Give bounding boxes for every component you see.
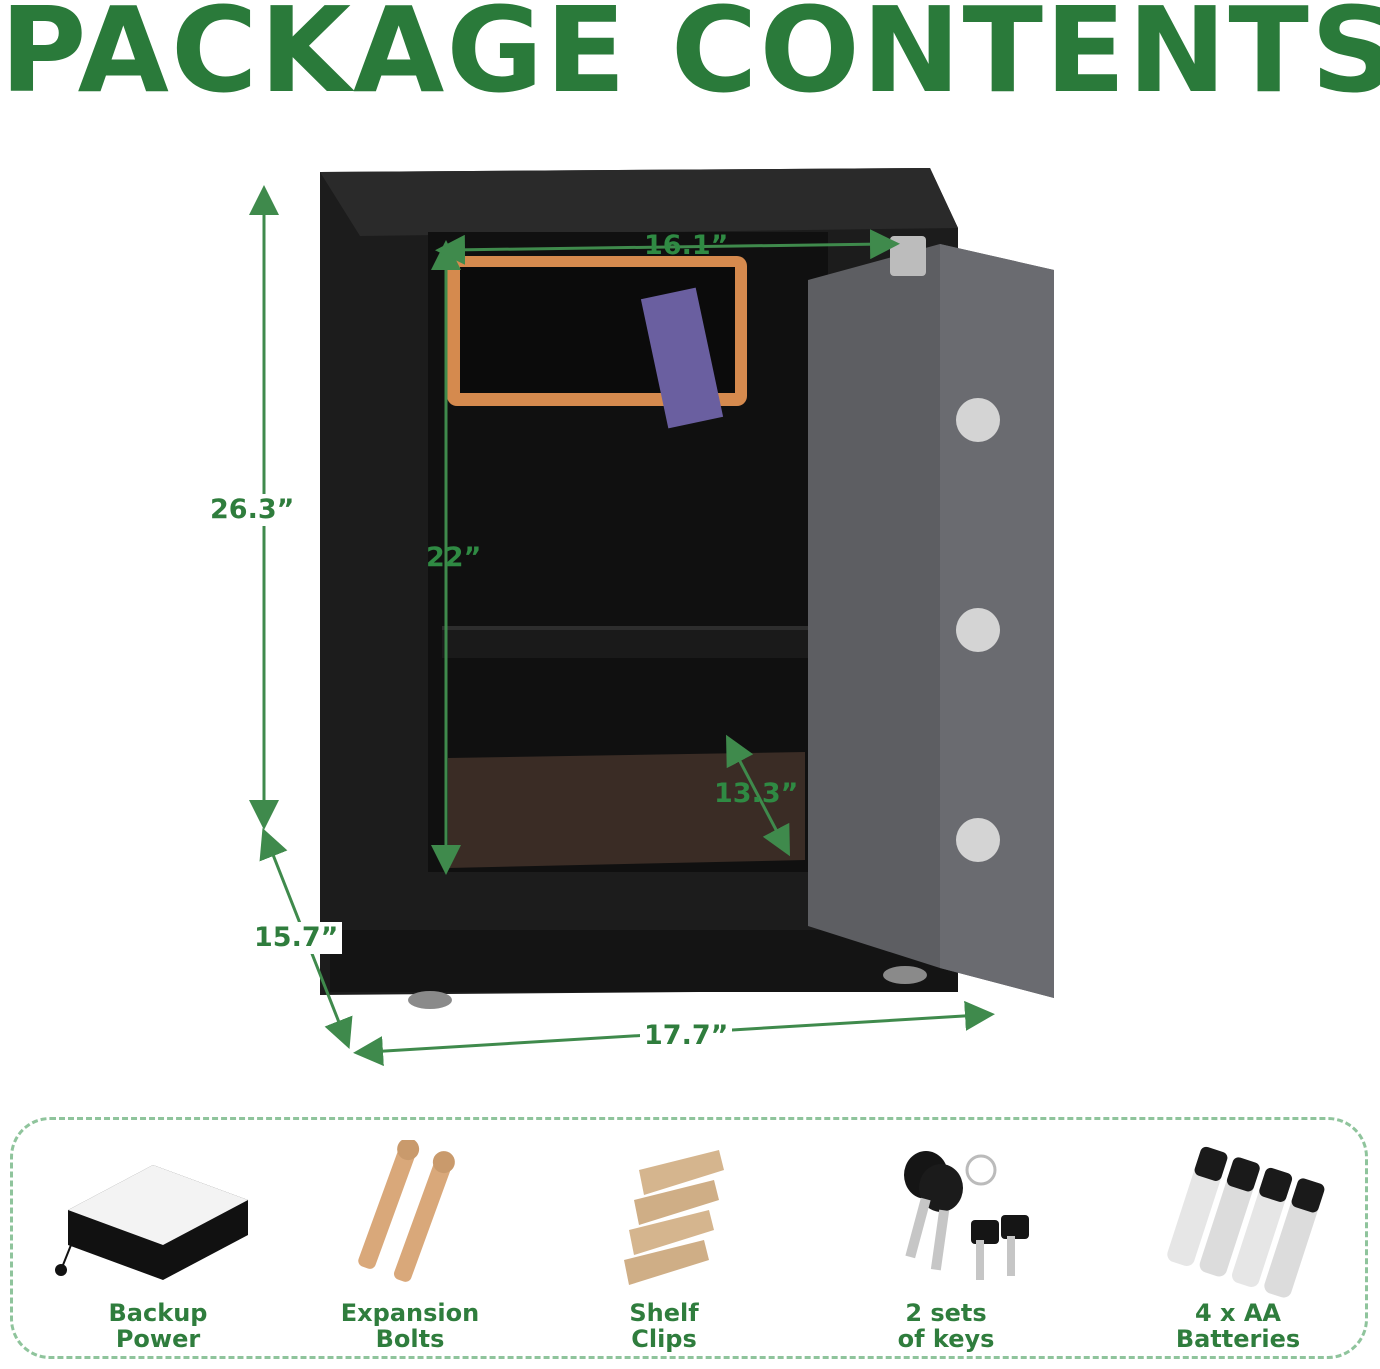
shelf-clips-icon (624, 1150, 724, 1285)
page-title: PACKAGE CONTENTS (0, 0, 1380, 119)
item-label-line2: Bolts (375, 1325, 445, 1353)
item-label-line2: Power (115, 1325, 201, 1353)
item-label-line1: Shelf (629, 1299, 699, 1327)
dimension-inner-height: 22” (426, 542, 482, 573)
package-item: 2 sets of keys (831, 1120, 1061, 1362)
dimension-inner-width: 16.1” (644, 230, 729, 261)
item-label-line2: Clips (631, 1325, 697, 1353)
package-item: Expansion Bolts (295, 1120, 525, 1362)
item-label-line1: 4 x AA (1194, 1299, 1282, 1327)
package-item: Shelf Clips (549, 1120, 779, 1362)
dimension-outer-width: 17.7” (640, 1020, 733, 1052)
safe-illustration: 26.3” 22” 16.1” 13.3” 15.7” 17.7” (0, 110, 1380, 1090)
dimension-inner-depth: 13.3” (714, 778, 799, 809)
package-contents-box: Backup Power Expansion Bolts (10, 1117, 1368, 1359)
package-item: 4 x AA Batteries (1123, 1120, 1353, 1362)
item-label-line2: of keys (897, 1325, 995, 1353)
expansion-bolts-icon (358, 1138, 455, 1282)
item-label-line1: Expansion (340, 1299, 480, 1327)
item-label-line1: 2 sets (905, 1299, 987, 1327)
safe-image (249, 168, 1054, 1067)
backup-power-icon (55, 1165, 248, 1280)
batteries-icon (1167, 1146, 1325, 1298)
package-item: Backup Power (43, 1120, 273, 1362)
item-label-line1: Backup (108, 1299, 208, 1327)
item-label-line2: Batteries (1175, 1325, 1301, 1353)
dimension-outer-height: 26.3” (206, 494, 299, 526)
dimension-outer-depth: 15.7” (250, 922, 343, 954)
keys-icon (904, 1151, 1029, 1280)
